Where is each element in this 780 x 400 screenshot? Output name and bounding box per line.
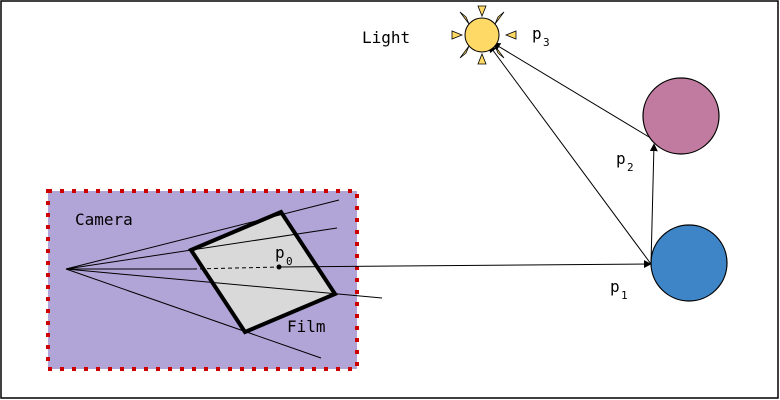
point-label-p2: p 2 <box>616 149 634 174</box>
svg-text:2: 2 <box>627 161 634 174</box>
frustum-line <box>65 227 338 270</box>
camera-frustum <box>65 199 383 359</box>
light-label: Light <box>362 28 410 47</box>
svg-text:p: p <box>616 149 626 168</box>
frustum-line <box>65 199 340 270</box>
primary-ray-dashed <box>192 266 280 270</box>
sun-icon <box>451 5 517 65</box>
svg-text:p: p <box>532 24 542 43</box>
svg-text:3: 3 <box>543 36 550 49</box>
blue-sphere <box>650 224 728 302</box>
frustum-line <box>65 268 383 299</box>
shadow-ray-p2-to-light <box>492 42 650 138</box>
ray-to-p1 <box>278 260 652 269</box>
svg-text:0: 0 <box>286 255 293 268</box>
shadow-ray-p1-to-light <box>488 44 652 265</box>
svg-text:p: p <box>610 277 620 296</box>
svg-text:1: 1 <box>621 289 628 302</box>
point-label-p0: p 0 <box>275 243 293 268</box>
pink-sphere <box>642 77 720 155</box>
camera-label: Camera <box>75 210 133 229</box>
film-label: Film <box>287 317 326 336</box>
frustum-line <box>65 268 322 359</box>
point-label-p3: p 3 <box>532 24 550 49</box>
svg-text:p: p <box>275 243 285 262</box>
ray-p1-to-p2 <box>649 143 658 265</box>
point-label-p1: p 1 <box>610 277 628 302</box>
